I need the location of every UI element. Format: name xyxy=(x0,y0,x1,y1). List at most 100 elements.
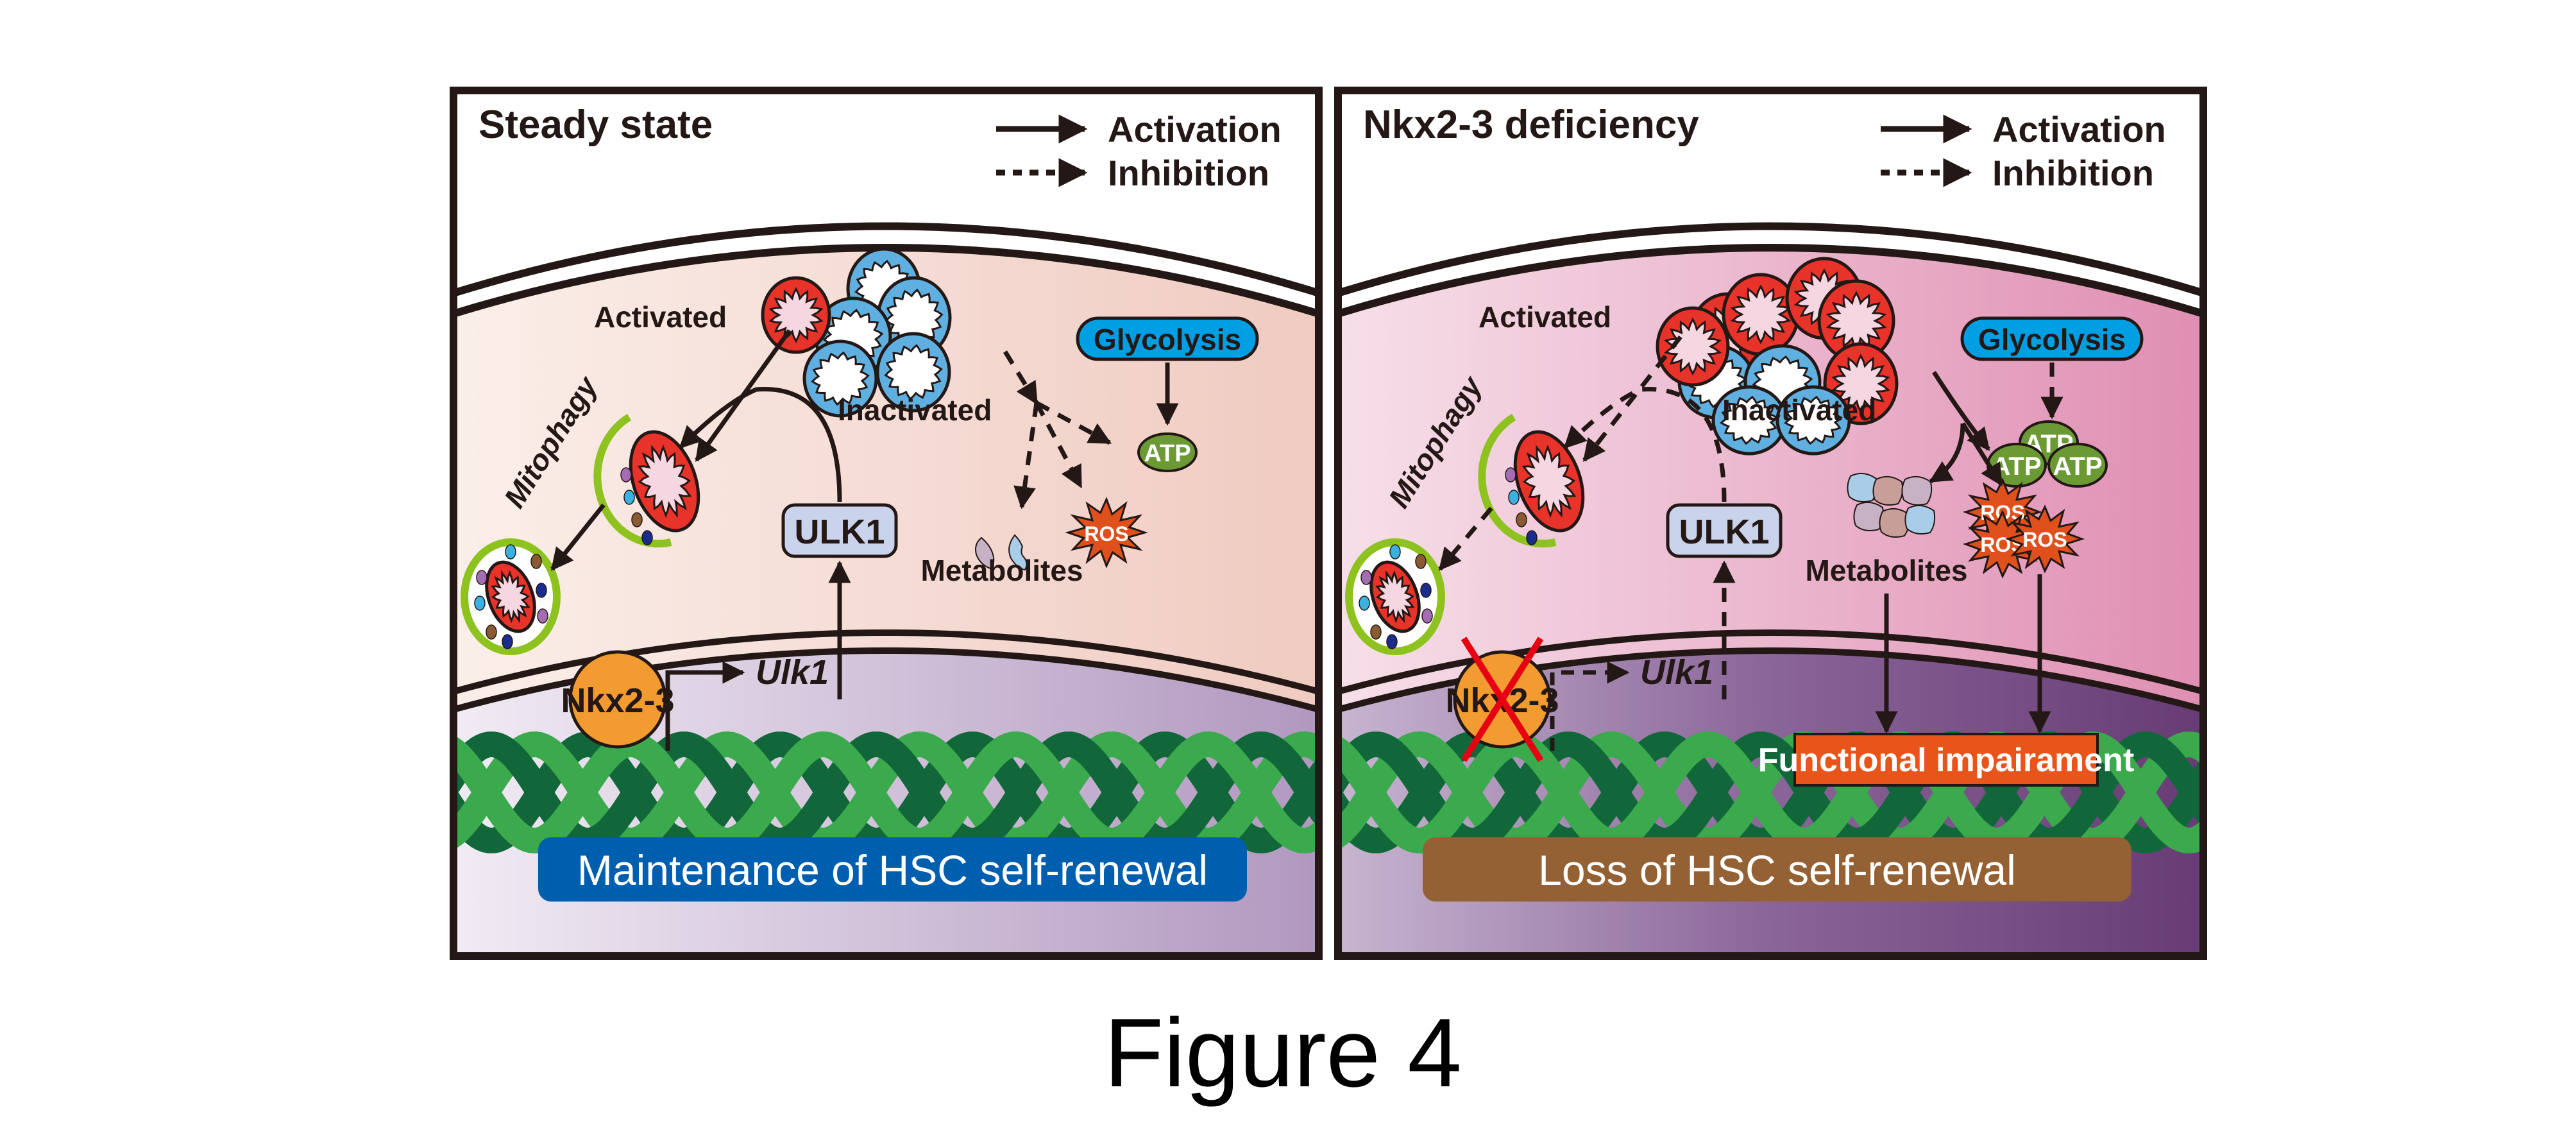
outcome-banner xyxy=(1423,837,2131,902)
mito-to-ros-arrow xyxy=(1034,402,1083,489)
targeted-mitochondrion xyxy=(1513,430,1585,533)
cargo-dot xyxy=(1359,595,1370,611)
metabolite-shape xyxy=(1901,475,1933,506)
nkx2-3-circle xyxy=(568,650,667,749)
mito-to-metabolites-arrow xyxy=(1013,402,1039,509)
metabolite-shape xyxy=(1008,534,1028,571)
atp-label: ATP xyxy=(2053,452,2102,481)
promoter-arrow xyxy=(665,661,745,751)
inactivated-label: Inactivated xyxy=(838,393,992,427)
cargo-dot xyxy=(1420,583,1432,598)
nuclear-membrane-outer xyxy=(1342,629,2199,694)
cargo-dot xyxy=(502,634,513,649)
mitochondrion-active xyxy=(1656,306,1730,387)
outcome-banner xyxy=(538,837,1247,902)
mitochondrion-inactive xyxy=(1775,385,1851,456)
ulk1-box xyxy=(781,503,898,558)
cargo-dot xyxy=(620,467,632,483)
metabolite-shape xyxy=(1847,472,1878,502)
ulk1-to-mitophagy-arrow xyxy=(679,387,842,502)
mitophagy-to-autophagosome-arrow xyxy=(1438,506,1493,571)
cargo-dot xyxy=(486,624,497,640)
cargo-dot xyxy=(474,595,486,611)
metabolites-label: Metabolites xyxy=(920,554,1083,587)
dna-strand-light xyxy=(457,731,1315,854)
mitochondria-cluster xyxy=(1656,257,1899,456)
autophagosome xyxy=(461,538,561,655)
inactivated-label: Inactivated xyxy=(1722,393,1876,427)
cargo-dot xyxy=(631,512,643,527)
cargo-dot xyxy=(1505,467,1516,483)
functional-impairment-box xyxy=(1793,733,2099,787)
mitochondrion-active xyxy=(761,276,831,354)
engulfed-mitochondrion xyxy=(485,560,536,633)
inhibition-arrow xyxy=(1003,350,1038,405)
legend-activation-label: Activation xyxy=(1108,109,1282,150)
ulk1-to-mitophagy-arrow xyxy=(1563,387,1727,502)
nuclear-membrane-inner xyxy=(457,647,1315,712)
mitochondrion-inactive xyxy=(1711,385,1787,456)
mitochondrion-active xyxy=(1722,273,1800,356)
cargo-dot xyxy=(1360,570,1372,585)
nuclear-membrane-inner xyxy=(1342,647,2199,712)
autophagosome xyxy=(1345,538,1445,655)
engulfed-mitochondrion xyxy=(1369,560,1421,633)
cargo-dot xyxy=(1526,530,1538,545)
ulk1-protein-label: ULK1 xyxy=(794,513,885,551)
panel-border xyxy=(1334,87,2207,960)
mito-to-ros-arrow xyxy=(1961,422,2003,486)
mito-to-atp-arrow xyxy=(1932,371,1990,451)
legend-activation-label: Activation xyxy=(1992,109,2166,150)
cargo-dot xyxy=(1421,608,1433,624)
mitochondrion-inactive xyxy=(802,339,878,418)
outcome-label: Loss of HSC self-renewal xyxy=(1538,846,2016,894)
promoter-arrow xyxy=(1550,661,1630,751)
metabolite-shape xyxy=(1904,504,1936,534)
legend-inhibition-label: Inhibition xyxy=(1992,153,2154,193)
cargo-dot xyxy=(623,490,635,505)
cell-membrane-outer xyxy=(457,222,1315,296)
glycolysis-label: Glycolysis xyxy=(1094,323,1241,356)
cell-membrane-outer xyxy=(1342,222,2199,296)
nkx2-3-label: Nkx2-3 xyxy=(561,681,674,720)
ros-label: ROS xyxy=(1084,522,1128,545)
mito-to-atp-arrow xyxy=(1035,400,1112,445)
cargo-dot xyxy=(476,570,487,585)
cargo-dot xyxy=(1508,490,1520,505)
cargo-dot xyxy=(641,530,653,545)
glycolysis-pill xyxy=(1960,316,2144,361)
cargo-dot xyxy=(537,608,548,624)
cargo-dot xyxy=(530,554,542,569)
mito-to-mitophagy-arrow xyxy=(1582,335,1682,462)
metabolite-shape xyxy=(1879,508,1910,538)
glycolysis-pill xyxy=(1076,316,1259,361)
cargo-dot xyxy=(536,583,547,598)
cargo-dot xyxy=(1415,554,1427,569)
targeted-mitochondrion xyxy=(629,430,700,533)
activated-label: Activated xyxy=(1479,300,1611,334)
panel-border xyxy=(450,87,1323,960)
metabolite-shape xyxy=(1872,475,1904,506)
panel-title: Steady state xyxy=(479,103,713,147)
ulk1-gene-label: Ulk1 xyxy=(756,653,829,692)
cargo-dot xyxy=(1516,512,1527,527)
phagophore xyxy=(1478,413,1585,548)
cargo-dot xyxy=(505,544,516,560)
panel-title: Nkx2-3 deficiency xyxy=(1363,103,1699,147)
cargo-dot xyxy=(1386,634,1398,649)
deletion-cross-icon xyxy=(1461,637,1544,762)
metabolite-shape xyxy=(1853,501,1885,531)
mitophagy-to-autophagosome-arrow xyxy=(550,503,606,571)
figure-caption: Figure 4 xyxy=(1104,998,1462,1107)
glycolysis-label: Glycolysis xyxy=(1978,323,2126,356)
ros-burst xyxy=(2004,504,2085,574)
atp-ellipse xyxy=(2047,443,2108,488)
ulk1-protein-label: ULK1 xyxy=(1679,513,1769,551)
ulk1-box xyxy=(1666,503,1783,558)
nuclear-membrane-outer xyxy=(457,629,1315,694)
mito-to-metabolites-arrow xyxy=(1928,423,1965,484)
